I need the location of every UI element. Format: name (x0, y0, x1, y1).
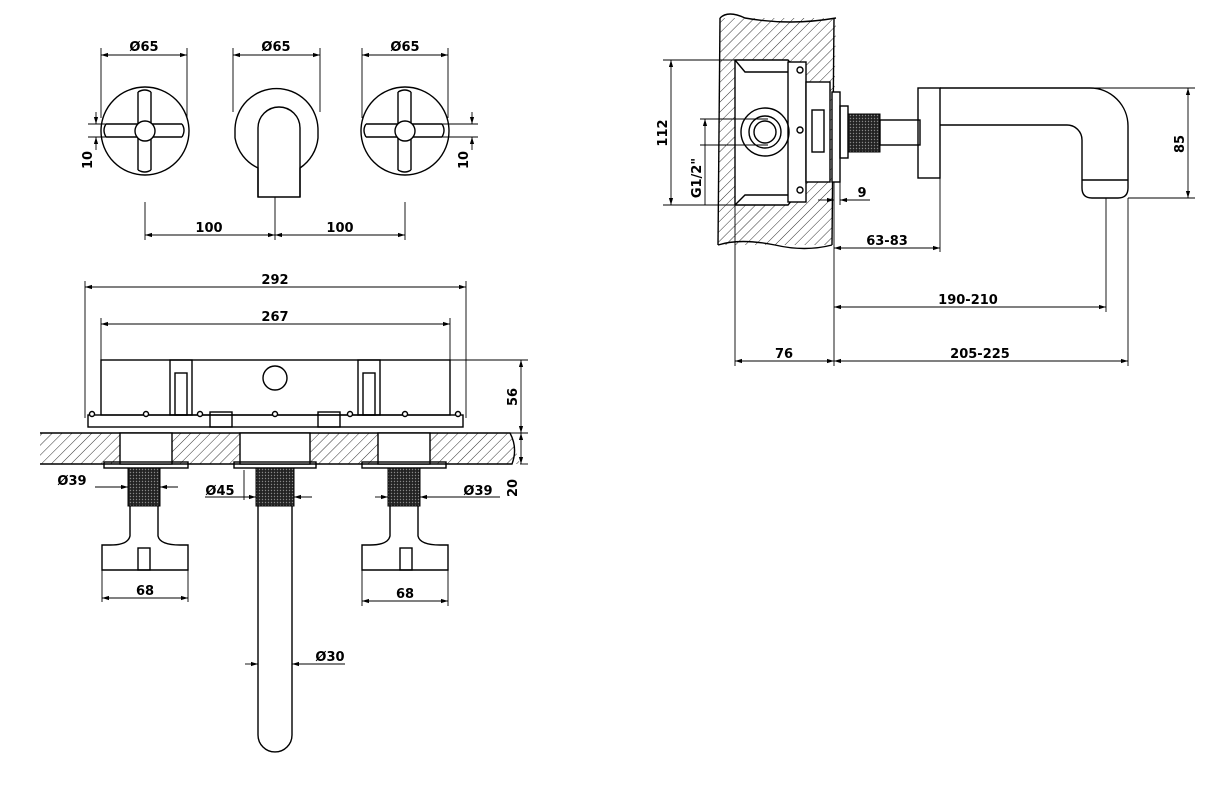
svg-text:Ø39: Ø39 (463, 484, 492, 499)
dim-body-width: 267 (100, 310, 451, 360)
svg-text:292: 292 (261, 273, 288, 288)
center-spout-top (233, 461, 317, 753)
svg-text:9: 9 (857, 186, 866, 201)
inlet-thread-side (700, 107, 790, 157)
dim-right-handle-diameter: Ø65 (361, 40, 449, 118)
svg-text:Ø30: Ø30 (315, 650, 344, 665)
svg-text:Ø65: Ø65 (390, 40, 419, 55)
dim-spout-flange-diameter: Ø65 (232, 40, 321, 112)
top-view: 292 267 (40, 273, 528, 753)
dim-thread: G1/2" (690, 119, 708, 205)
dim-body-height: 112 (656, 59, 735, 206)
dim-spout-height: 85 (1090, 87, 1195, 199)
dim-spout-reach: 190-210 (834, 198, 1107, 312)
svg-text:205-225: 205-225 (950, 347, 1010, 362)
right-valve-top (361, 461, 449, 571)
left-valve-top (101, 461, 189, 571)
svg-text:Ø65: Ø65 (261, 40, 290, 55)
svg-text:76: 76 (775, 347, 793, 362)
dim-embed-and-total: 76 205-225 (734, 198, 1129, 366)
dim-left-handle-width: 68 (101, 570, 189, 602)
dim-handle-spacing: 100 100 (144, 197, 406, 240)
svg-text:10: 10 (81, 151, 96, 169)
dim-overall-width: 292 (84, 273, 467, 418)
dim-right-handle-offset: 10 (440, 112, 478, 169)
dim-plate-thickness: 9 (818, 182, 870, 205)
svg-text:112: 112 (656, 119, 671, 146)
svg-text:Ø65: Ø65 (129, 40, 158, 55)
front-view: Ø65 10 Ø65 (81, 40, 478, 240)
spout-side (917, 87, 1129, 199)
svg-text:56: 56 (506, 388, 521, 406)
svg-text:63-83: 63-83 (866, 234, 908, 249)
svg-text:190-210: 190-210 (938, 293, 998, 308)
dim-flange-range: 63-83 (833, 178, 941, 366)
wall-section-top (40, 432, 520, 465)
svg-text:10: 10 (457, 151, 472, 169)
dim-left-handle-diameter: Ø65 (100, 40, 188, 118)
svg-text:Ø39: Ø39 (57, 474, 86, 489)
dim-left-knob-diameter: Ø39 (57, 474, 178, 490)
svg-text:Ø45: Ø45 (205, 484, 234, 499)
dim-left-handle-offset: 10 (81, 112, 110, 169)
valve-body-top (87, 359, 464, 428)
right-handle-front (360, 86, 450, 176)
wall-section-side (717, 13, 837, 250)
svg-text:100: 100 (326, 221, 353, 236)
svg-text:267: 267 (261, 310, 288, 325)
flange-knob-side (831, 91, 921, 183)
left-handle-front (100, 86, 190, 176)
dim-body-depth: 56 20 (450, 359, 528, 497)
svg-text:68: 68 (136, 584, 154, 599)
svg-text:100: 100 (195, 221, 222, 236)
spout-front (234, 87, 319, 198)
svg-text:20: 20 (506, 479, 521, 497)
svg-text:G1/2": G1/2" (690, 158, 705, 198)
dim-right-knob-diameter: Ø39 (375, 484, 500, 500)
svg-text:68: 68 (396, 587, 414, 602)
svg-text:85: 85 (1173, 135, 1188, 153)
dim-right-handle-width: 68 (361, 570, 449, 606)
dim-center-knob-diameter: Ø45 (205, 470, 312, 500)
side-view: 112 G1/2" 85 9 63-83 (656, 13, 1195, 366)
dim-spout-diameter: Ø30 (245, 650, 345, 667)
